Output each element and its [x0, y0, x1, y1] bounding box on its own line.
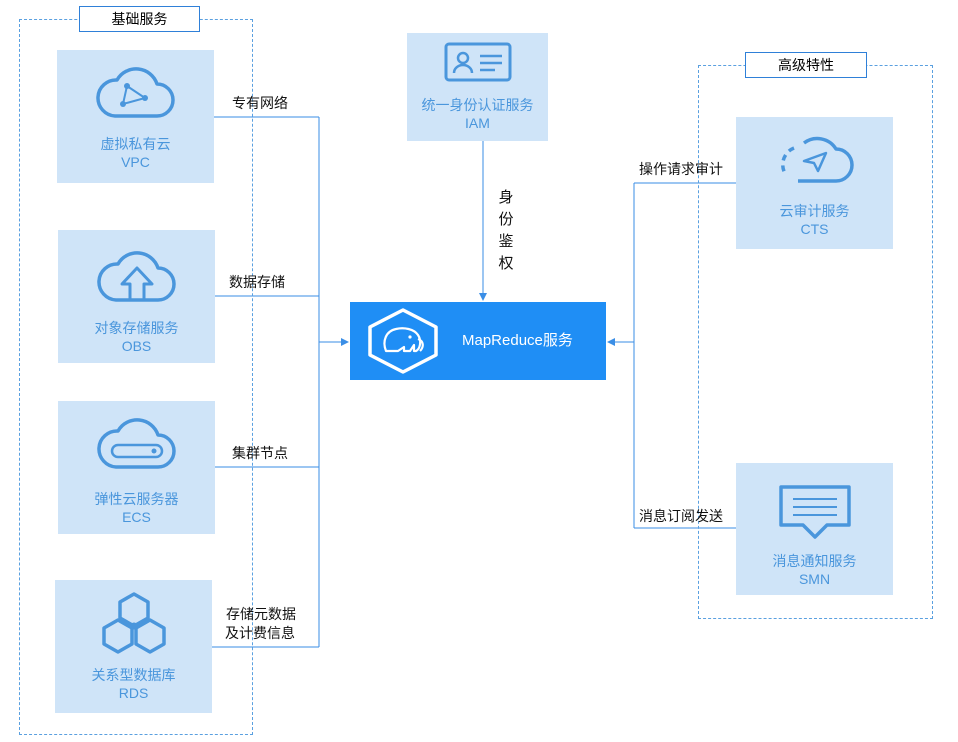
cts-card[interactable]: 云审计服务 CTS [736, 117, 893, 249]
iam-card[interactable]: 统一身份认证服务 IAM [407, 33, 548, 141]
edge-label-cts: 操作请求审计 [639, 161, 723, 177]
smn-card[interactable]: 消息通知服务 SMN [736, 463, 893, 595]
obs-abbr: OBS [121, 338, 152, 354]
edge-label-obs: 数据存储 [229, 274, 285, 290]
cts-name: 云审计服务 [779, 203, 850, 219]
hexagon-cluster-icon [101, 592, 166, 654]
rds-name: 关系型数据库 [91, 667, 176, 683]
smn-abbr: SMN [798, 571, 831, 587]
ecs-abbr: ECS [122, 509, 151, 525]
elephant-icon [368, 308, 438, 374]
edge-label-vpc: 专有网络 [232, 95, 288, 111]
mapreduce-label: MapReduce服务 [462, 332, 573, 349]
advanced-features-title: 高级特性 [745, 52, 867, 78]
vpc-abbr: VPC [121, 154, 150, 170]
obs-name: 对象存储服务 [94, 320, 179, 336]
rds-abbr: RDS [118, 685, 149, 701]
message-icon [778, 485, 851, 539]
vpc-card[interactable]: 虚拟私有云 VPC [57, 50, 214, 183]
edge-label-iam-2: 份 [498, 211, 514, 228]
cts-abbr: CTS [800, 221, 829, 237]
cloud-server-icon [96, 418, 176, 469]
id-card-icon [444, 42, 511, 82]
edge-label-rds-line1: 存储元数据 [226, 606, 296, 622]
cloud-audit-icon [780, 136, 854, 183]
edge-label-iam-4: 权 [498, 255, 514, 272]
ecs-card[interactable]: 弹性云服务器 ECS [58, 401, 215, 534]
vpc-name: 虚拟私有云 [100, 136, 171, 152]
mapreduce-service-box[interactable]: MapReduce服务 [350, 302, 606, 380]
edge-label-ecs: 集群节点 [232, 445, 288, 461]
obs-card[interactable]: 对象存储服务 OBS [58, 230, 215, 363]
cloud-upload-icon [96, 251, 176, 302]
edge-label-iam-1: 身 [498, 189, 514, 206]
ecs-name: 弹性云服务器 [94, 491, 179, 507]
rds-card[interactable]: 关系型数据库 RDS [55, 580, 212, 713]
iam-name: 统一身份认证服务 [421, 97, 534, 113]
iam-abbr: IAM [465, 115, 490, 131]
cloud-network-icon [95, 67, 175, 118]
edge-label-rds-line2: 及计费信息 [225, 625, 295, 641]
basic-services-title: 基础服务 [79, 6, 200, 32]
smn-name: 消息通知服务 [772, 553, 857, 569]
edge-label-smn: 消息订阅发送 [639, 508, 723, 524]
edge-label-iam-3: 鉴 [498, 233, 514, 250]
